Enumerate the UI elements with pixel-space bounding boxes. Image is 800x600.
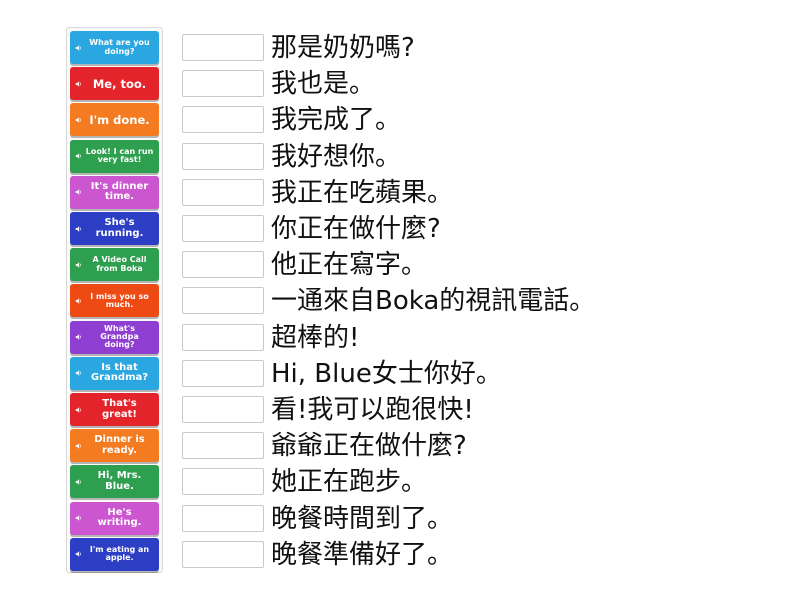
drop-box[interactable] [182, 251, 264, 279]
card-label: Hi, Mrs. Blue. [97, 470, 142, 492]
speaker-icon[interactable] [75, 44, 82, 51]
chinese-phrase: 我完成了。 [271, 105, 402, 136]
answer-card[interactable]: A Video Call from Boka [70, 248, 159, 282]
drop-box[interactable] [182, 287, 264, 315]
chinese-phrase: 爺爺正在做什麼? [271, 431, 467, 462]
drop-box[interactable] [182, 540, 264, 568]
drop-box[interactable] [182, 432, 264, 460]
card-label: I'm eating an apple. [89, 544, 150, 563]
answer-card[interactable]: I miss you so much. [70, 284, 159, 318]
card-label: Dinner is ready. [94, 434, 145, 456]
card-label: Look! I can run very fast! [85, 146, 154, 165]
speaker-icon[interactable] [75, 116, 82, 123]
speaker-icon[interactable] [75, 442, 82, 449]
answer-card[interactable]: What are you doing? [70, 31, 159, 64]
drop-box[interactable] [182, 215, 264, 242]
chinese-phrase: 晚餐準備好了。 [271, 539, 454, 570]
chinese-phrase: 我也是。 [271, 69, 376, 100]
speaker-icon[interactable] [75, 370, 82, 377]
speaker-icon[interactable] [75, 478, 82, 485]
card-label: That's great! [102, 398, 137, 420]
drop-box[interactable] [182, 323, 264, 351]
drop-box[interactable] [182, 468, 264, 496]
card-label: She's running. [95, 217, 144, 239]
card-label: He's writing. [97, 506, 142, 529]
answer-card[interactable]: Hi, Mrs. Blue. [70, 465, 159, 499]
answer-card[interactable]: Is that Grandma? [70, 356, 159, 390]
drop-box[interactable] [182, 70, 264, 98]
drop-box[interactable] [182, 106, 264, 134]
speaker-icon[interactable] [75, 153, 82, 160]
chinese-phrase: 晚餐時間到了。 [271, 503, 454, 534]
chinese-phrase: 那是奶奶嗎? [271, 33, 415, 63]
card-label: What are you doing? [89, 38, 150, 56]
speaker-icon[interactable] [75, 551, 82, 558]
speaker-icon[interactable] [75, 515, 82, 522]
chinese-phrase: 我正在吃蘋果。 [271, 177, 454, 208]
speaker-icon[interactable] [75, 189, 82, 196]
speaker-icon[interactable] [75, 406, 82, 413]
answer-card[interactable]: Look! I can run very fast! [70, 139, 159, 173]
answer-card[interactable]: She's running. [70, 212, 159, 245]
card-label: A Video Call from Boka [92, 255, 147, 273]
chinese-phrase: 你正在做什麼? [271, 214, 441, 244]
card-label: It's dinner time. [90, 180, 149, 203]
chinese-phrase: 他正在寫字。 [271, 250, 428, 281]
drop-box[interactable] [182, 359, 264, 387]
chinese-phrase: Hi, Blue女士你好。 [271, 358, 502, 389]
chinese-phrase: 一通來自Boka的視訊電話。 [271, 286, 596, 317]
answer-card[interactable]: He's writing. [70, 501, 159, 535]
drop-box[interactable] [182, 178, 264, 206]
chinese-phrase: 超棒的! [271, 322, 360, 353]
answer-card[interactable]: Dinner is ready. [70, 429, 159, 463]
card-label: Me, too. [92, 76, 147, 91]
answer-card[interactable]: Me, too. [70, 67, 159, 101]
speaker-icon[interactable] [75, 334, 82, 341]
speaker-icon[interactable] [75, 80, 82, 87]
card-label: What's Grandpa doing? [100, 323, 139, 350]
answer-card[interactable]: It's dinner time. [70, 175, 159, 209]
drop-box[interactable] [182, 142, 264, 170]
answer-card[interactable]: I'm eating an apple. [70, 537, 159, 571]
card-label: I'm done. [89, 112, 150, 127]
chinese-phrase: 她正在跑步。 [271, 467, 428, 498]
drop-box[interactable] [182, 504, 264, 532]
speaker-icon[interactable] [75, 225, 82, 232]
drop-box[interactable] [182, 34, 264, 61]
drop-box[interactable] [182, 396, 264, 423]
card-label: I miss you so much. [90, 291, 149, 309]
chinese-phrase: 看!我可以跑很快! [271, 395, 474, 425]
speaker-icon[interactable] [75, 261, 82, 268]
speaker-icon[interactable] [75, 297, 82, 304]
card-label: Is that Grandma? [90, 361, 149, 384]
answer-card[interactable]: What's Grandpa doing? [70, 320, 159, 354]
chinese-phrase: 我好想你。 [271, 141, 402, 172]
answer-card[interactable]: That's great! [70, 393, 159, 426]
answer-card[interactable]: I'm done. [70, 103, 159, 137]
